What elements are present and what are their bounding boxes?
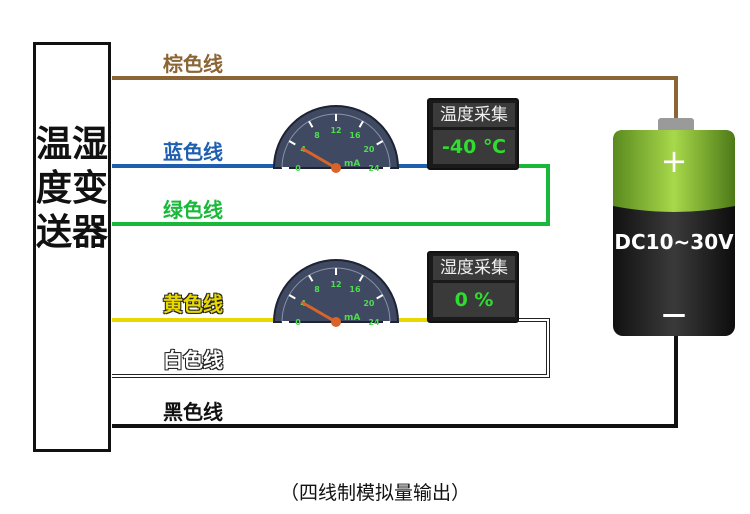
green-wire-label: 绿色线 <box>163 198 223 222</box>
humidity-display: 湿度采集 0 % <box>427 251 519 323</box>
meter-1-tick-label: 16 <box>349 131 361 140</box>
meter-2-tick-mark <box>376 294 384 300</box>
blue-wire-label: 蓝色线 <box>163 140 223 164</box>
meter-2-tick-label: 8 <box>314 285 320 294</box>
meter-2-tick-label: 0 <box>295 318 301 327</box>
temperature-display-value: -40 ℃ <box>433 130 515 164</box>
battery-body-top <box>613 130 735 212</box>
current-meter-1: 04812162024 mA <box>272 105 400 173</box>
meter-1-tick-mark <box>376 140 384 146</box>
meter-1-tick-mark <box>308 120 314 128</box>
meter-1-tick-label: 8 <box>314 131 320 140</box>
meter-2-tick-label: 24 <box>368 318 380 327</box>
diagram-caption: （四线制模拟量输出） <box>279 482 470 504</box>
temperature-display-title: 温度采集 <box>433 103 515 127</box>
meter-1-tick-label: 0 <box>295 164 301 173</box>
meter-2-tick-mark <box>288 294 296 300</box>
battery: + — <box>613 118 735 336</box>
brown-wire-label: 棕色线 <box>163 52 223 76</box>
meter-1-tick-label: 20 <box>363 145 375 154</box>
device-name: 温湿度变送器 <box>36 124 109 253</box>
meter-2-tick-mark <box>358 274 364 282</box>
meter-2-hub <box>331 317 341 327</box>
meter-1-tick-label: 12 <box>330 126 341 135</box>
green-wire <box>112 164 550 226</box>
transmitter-device: 温湿度变送器 <box>33 42 111 452</box>
meter-1-tick-label: 24 <box>368 164 380 173</box>
battery-plus-icon: + <box>661 142 688 180</box>
black-wire-label: 黑色线 <box>163 400 223 424</box>
meter-2-tick-label: 16 <box>349 285 361 294</box>
brown-wire <box>112 76 678 120</box>
meter-2-tick-mark <box>308 274 314 282</box>
meter-1-tick-mark <box>358 120 364 128</box>
battery-minus-icon: — <box>662 300 686 328</box>
yellow-wire-label: 黄色线 <box>163 292 223 316</box>
humidity-display-title: 湿度采集 <box>433 256 515 280</box>
white-wire-label: 白色线 <box>163 348 223 372</box>
meter-2-tick-label: 20 <box>363 299 375 308</box>
humidity-display-value: 0 % <box>433 283 515 317</box>
meter-2-tick-label: 12 <box>330 280 341 289</box>
meter-1-unit: mA <box>344 159 360 169</box>
meter-1-tick-mark <box>288 140 296 146</box>
meter-2-unit: mA <box>344 313 360 323</box>
meter-1-needle <box>300 146 337 170</box>
battery-cap <box>658 118 694 132</box>
meter-1-hub <box>331 163 341 173</box>
meter-2-needle <box>300 300 337 324</box>
white-wire-core <box>112 319 549 377</box>
temperature-display: 温度采集 -40 ℃ <box>427 98 519 170</box>
current-meter-2: 04812162024 mA <box>272 259 400 327</box>
battery-voltage-label: DC10~30V <box>614 230 734 254</box>
black-wire <box>112 334 678 428</box>
